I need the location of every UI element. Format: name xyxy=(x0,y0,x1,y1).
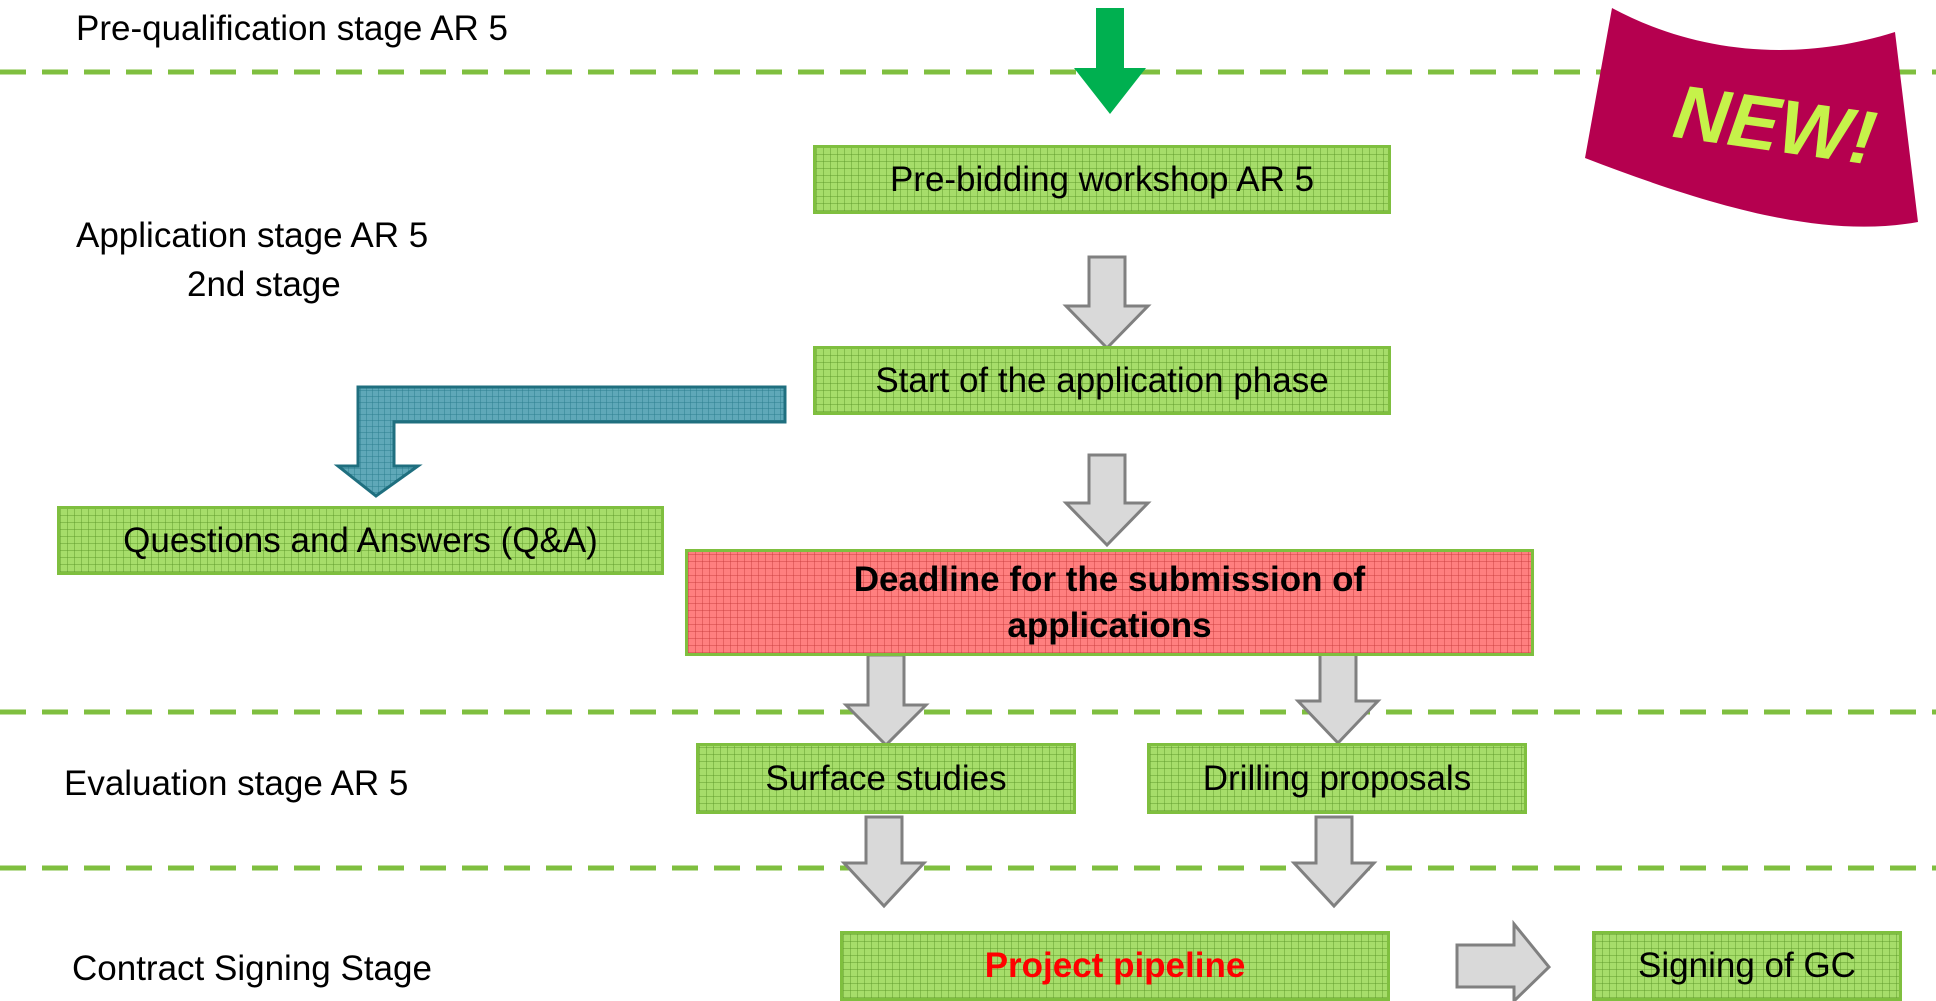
flow-arrow-icon xyxy=(1062,255,1152,351)
stage-label-pre-qualification: Pre-qualification stage AR 5 xyxy=(76,9,508,48)
box-signing-gc: Signing of GC xyxy=(1592,931,1902,1001)
stage-label-application-sub: 2nd stage xyxy=(187,265,341,304)
box-label: Drilling proposals xyxy=(1202,758,1472,798)
box-start-application: Start of the application phase xyxy=(813,346,1391,415)
flow-arrow-icon xyxy=(840,815,928,909)
entry-arrow-icon xyxy=(1074,8,1146,114)
box-questions-answers: Questions and Answers (Q&A) xyxy=(57,506,664,575)
box-pre-bidding-workshop: Pre-bidding workshop AR 5 xyxy=(813,145,1391,214)
box-label: Project pipeline xyxy=(984,946,1246,985)
box-drilling-proposals: Drilling proposals xyxy=(1147,743,1527,814)
box-label: Pre-bidding workshop AR 5 xyxy=(889,159,1315,199)
box-project-pipeline: Project pipeline xyxy=(840,931,1390,1001)
stage-label-contract-signing: Contract Signing Stage xyxy=(72,949,432,988)
box-label: Start of the application phase xyxy=(875,360,1329,400)
box-label: Signing of GC xyxy=(1638,946,1856,985)
flow-arrow-icon xyxy=(1294,649,1382,746)
flow-arrow-icon xyxy=(842,653,930,748)
flow-arrow-icon xyxy=(1455,919,1552,1001)
box-surface-studies: Surface studies xyxy=(696,743,1076,814)
box-deadline-submission: Deadline for the submission of applicati… xyxy=(685,549,1534,656)
flow-arrow-icon xyxy=(1290,815,1378,909)
flow-arrow-icon xyxy=(1062,453,1152,548)
new-flag-icon xyxy=(1585,8,1918,227)
branch-arrow-icon xyxy=(333,385,787,498)
stage-label-evaluation: Evaluation stage AR 5 xyxy=(64,764,409,803)
box-label: Deadline for the submission of applicati… xyxy=(853,559,1366,645)
box-label: Surface studies xyxy=(765,758,1007,798)
stage-label-application: Application stage AR 5 xyxy=(76,216,429,255)
box-label: Questions and Answers (Q&A) xyxy=(123,520,598,560)
